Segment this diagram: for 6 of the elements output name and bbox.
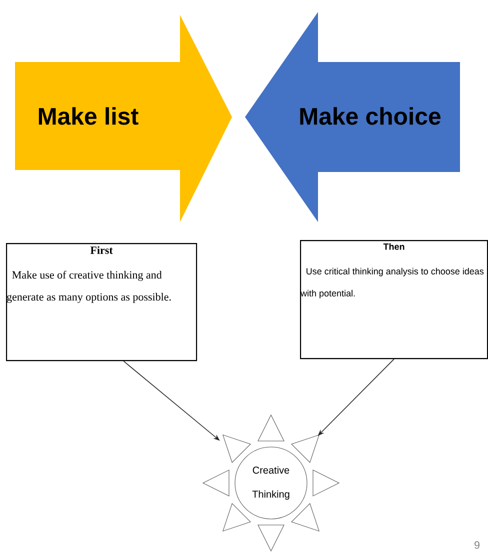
text-box: First Make use of creative thinking and generate as many options as possible. [6,243,198,362]
arrow-shaped-box: Make choice [245,12,460,222]
arrow-shaped-box: Make list [15,15,232,222]
sun-drawing: Creative Thinking [202,414,340,552]
text-box: Then Use critical thinking analysis to choose ideas with potential. [300,240,488,360]
page-number: 9 [474,541,480,549]
